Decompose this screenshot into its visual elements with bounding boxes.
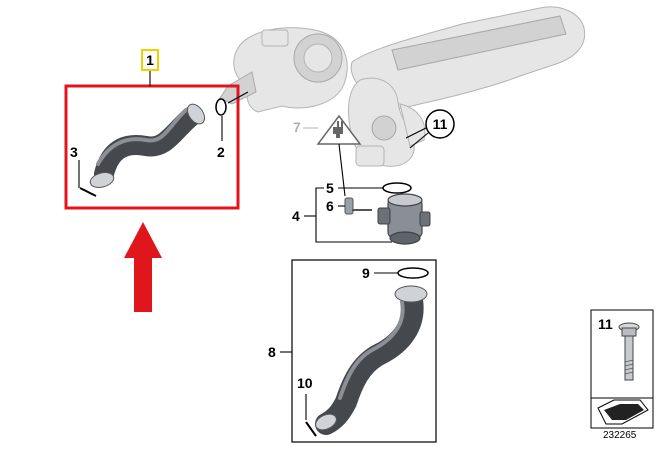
label-10: 10 <box>297 375 313 391</box>
view-direction-arrow-icon <box>597 399 649 425</box>
label-5: 5 <box>326 180 334 196</box>
charge-air-hose-upper <box>89 103 206 188</box>
turbocharger-ghost <box>219 27 348 113</box>
sensor-connector-part-6 <box>344 197 372 215</box>
diagram-id: 232265 <box>603 430 637 441</box>
label-8: 8 <box>268 344 276 360</box>
bolt-panel-label: 11 <box>598 316 613 332</box>
label-2: 2 <box>217 144 225 160</box>
hose-clamp-upper-end <box>186 103 206 125</box>
o-ring-part-5 <box>382 182 412 194</box>
gasket-part-3 <box>79 187 97 197</box>
highlight-box-part-1 <box>64 84 240 210</box>
throttle-housing-part-4 <box>377 193 431 245</box>
callout-11-label: 11 <box>433 116 448 132</box>
bolt-icon <box>618 322 640 381</box>
o-ring-part-2 <box>215 98 227 116</box>
lower-hose-group-box <box>291 259 437 443</box>
label-7: 7 <box>293 119 301 135</box>
gasket-part-10 <box>305 421 317 437</box>
o-ring-part-9 <box>397 267 429 279</box>
label-9: 9 <box>362 265 370 281</box>
charge-air-hose-lower-part-8 <box>315 285 428 435</box>
label-4: 4 <box>292 208 300 224</box>
label-3: 3 <box>70 144 78 160</box>
label-6: 6 <box>326 198 334 214</box>
hose-clamp-lower-end <box>89 172 115 188</box>
callout-11-circle <box>425 109 455 139</box>
label-1: 1 <box>146 52 154 68</box>
hose-flange-top <box>394 285 428 303</box>
red-arrow-up-icon <box>124 222 162 312</box>
intake-manifold-ghost <box>347 6 586 167</box>
hose-clamp-bottom <box>315 413 337 431</box>
label-1-badge <box>141 49 159 71</box>
